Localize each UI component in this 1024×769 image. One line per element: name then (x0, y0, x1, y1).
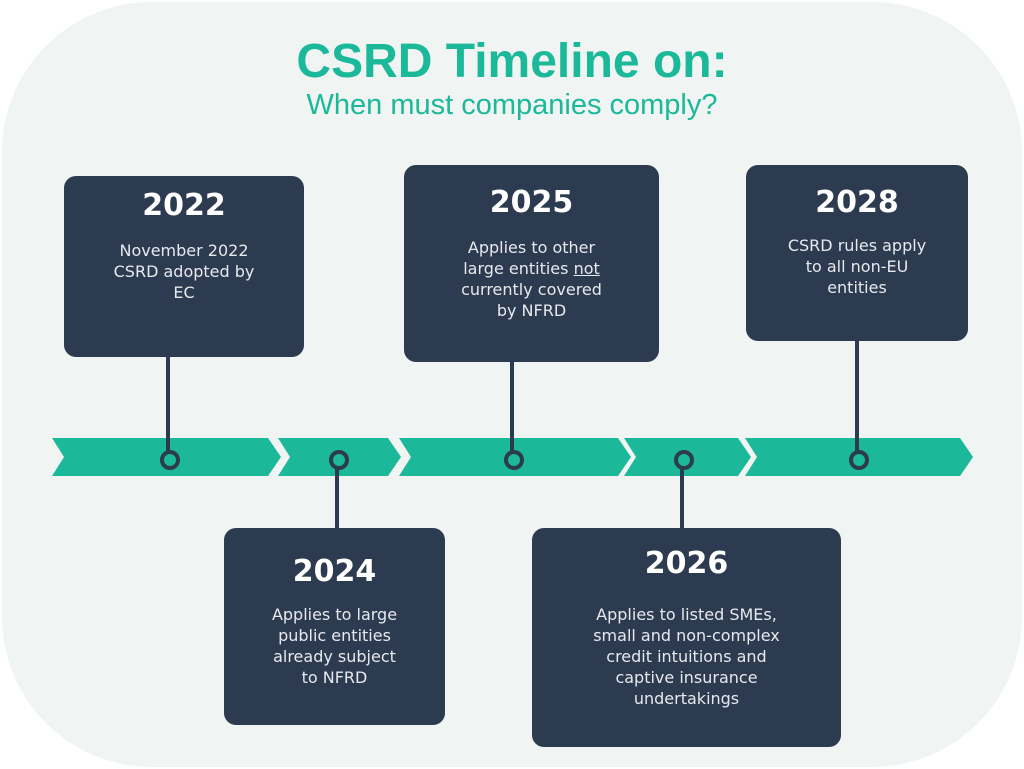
node-2024 (329, 450, 349, 470)
milestone-card-2024: 2024 Applies to large public entities al… (224, 528, 445, 725)
milestone-card-2026: 2026 Applies to listed SMEs, small and n… (532, 528, 841, 747)
milestone-card-2025: 2025 Applies to other large entities not… (404, 165, 659, 362)
page-subtitle: When must companies comply? (306, 89, 718, 121)
emphasis-not: not (573, 259, 600, 278)
milestone-description: Applies to listed SMEs, small and non-co… (593, 605, 780, 708)
node-2026 (674, 450, 694, 470)
connector-2026 (680, 460, 684, 530)
milestone-card-2022: 2022 November 2022 CSRD adopted by EC (64, 176, 304, 357)
milestone-year: 2025 (489, 185, 574, 220)
milestone-description: CSRD rules apply to all non-EU entities (787, 236, 927, 297)
connector-2024 (335, 460, 339, 530)
milestone-year: 2024 (292, 554, 377, 589)
milestone-description: Applies to other large entities not curr… (461, 238, 602, 320)
milestone-description: November 2022 CSRD adopted by EC (113, 241, 255, 302)
connector-2025 (510, 360, 514, 455)
milestone-year: 2026 (644, 546, 729, 581)
connector-2022 (166, 355, 170, 455)
milestone-description: Applies to large public entities already… (271, 605, 398, 687)
connector-2028 (855, 340, 859, 455)
node-2028 (849, 450, 869, 470)
milestone-year: 2022 (142, 188, 226, 223)
node-2022 (160, 450, 180, 470)
node-2025 (504, 450, 524, 470)
milestone-card-2028: 2028 CSRD rules apply to all non-EU enti… (746, 165, 968, 341)
milestone-year: 2028 (815, 185, 899, 220)
page-title: CSRD Timeline on: (296, 35, 728, 88)
